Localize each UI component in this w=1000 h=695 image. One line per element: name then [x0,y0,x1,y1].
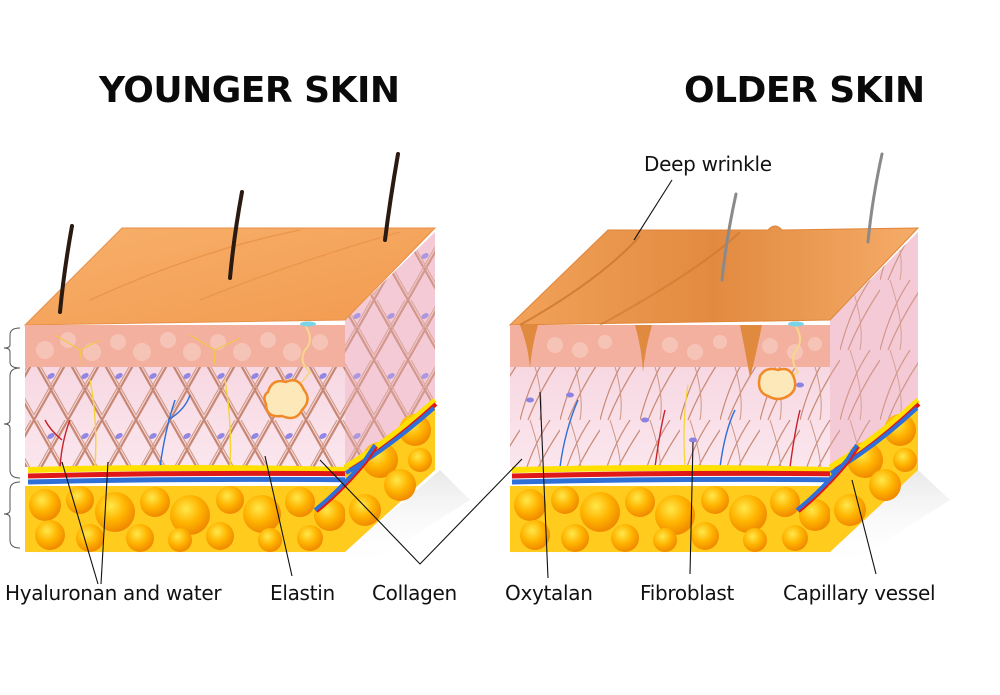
younger-skin-block [23,152,470,570]
label-fibroblast: Fibroblast [640,581,735,605]
layer-brackets [3,327,21,549]
hair-old-2 [866,152,884,244]
older-fat-cells [514,486,831,552]
hair-old-1 [720,192,738,282]
label-deep-wrinkle: Deep wrinkle [644,152,772,176]
hair-young-1 [58,224,74,314]
wrinkle-groove-3 [728,325,762,378]
older-skin-surface [508,225,920,326]
callout-leader-lines [61,179,877,585]
label-collagen: Collagen [372,581,457,605]
wrinkle-groove-2 [625,325,652,372]
label-hyaluronan-and-water: Hyaluronan and water [5,581,222,605]
hair-young-3 [383,152,400,242]
label-capillary-vessel: Capillary vessel [783,581,936,605]
hair-young-2 [228,190,244,280]
wrinkle-groove-1 [512,325,538,368]
sweat-gland-old [757,321,804,401]
younger-fat-cells [29,486,346,552]
sweat-gland-young [263,321,316,420]
title-older-skin: OLDER SKIN [684,70,925,111]
older-skin-block [508,152,950,570]
label-elastin: Elastin [270,581,335,605]
label-oxytalan: Oxytalan [505,581,593,605]
title-younger-skin: YOUNGER SKIN [99,70,400,111]
